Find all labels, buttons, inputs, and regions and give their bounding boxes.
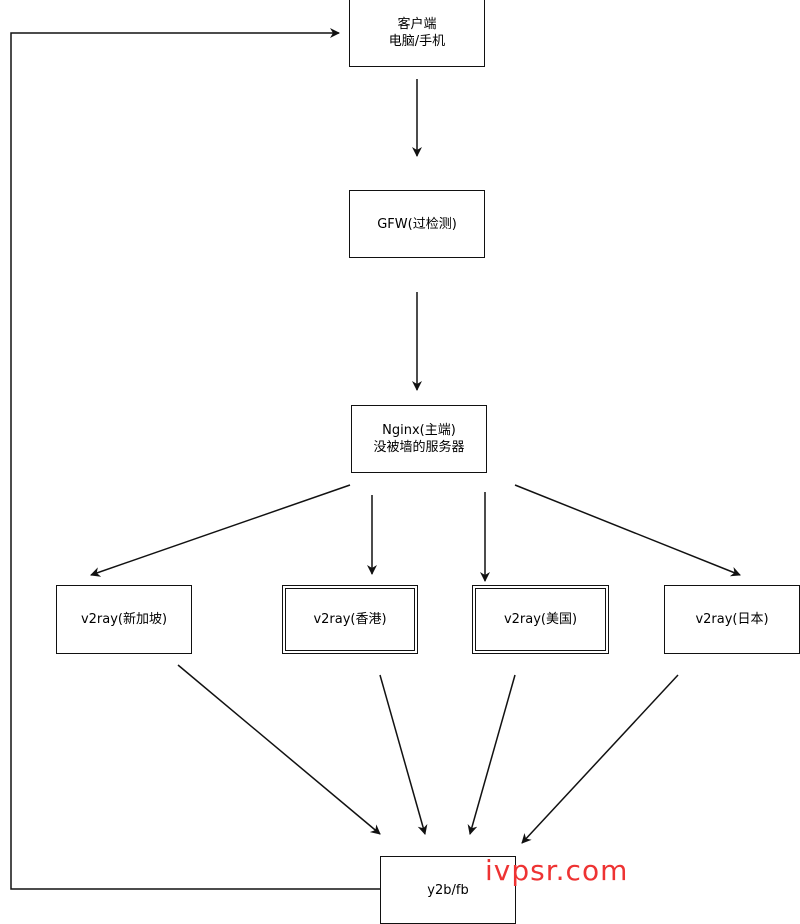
edge-nginx-to-v2ray-jp [514, 484, 741, 577]
edge-v2ray-hk-to-target [379, 674, 428, 835]
edge-nginx-to-v2ray-sg [90, 484, 351, 577]
node-v2ray-hk-label: v2ray(香港) [313, 612, 387, 627]
edge-target-to-client [10, 28, 380, 890]
node-target-label: y2b/fb [427, 882, 469, 898]
node-gfw: GFW(过检测) [349, 190, 485, 258]
node-target: y2b/fb [380, 856, 516, 924]
node-v2ray-hk: v2ray(香港) [282, 585, 418, 654]
edge-v2ray-sg-to-target [177, 664, 381, 835]
node-v2ray-sg-label: v2ray(新加坡) [80, 612, 168, 627]
node-nginx: Nginx(主端) 没被墙的服务器 [351, 405, 487, 473]
node-v2ray-us-label: v2ray(美国) [503, 612, 578, 627]
node-v2ray-jp-label: v2ray(日本) [695, 612, 769, 627]
node-client-label: 客户端 电脑/手机 [388, 16, 446, 49]
node-v2ray-sg: v2ray(新加坡) [56, 585, 192, 654]
edge-v2ray-us-to-target [467, 674, 516, 835]
node-client: 客户端 电脑/手机 [349, 0, 485, 67]
node-v2ray-us: v2ray(美国) [472, 585, 609, 654]
edge-v2ray-jp-to-target [521, 674, 679, 844]
watermark-text: ivpsr.com [485, 854, 629, 887]
node-v2ray-jp: v2ray(日本) [664, 585, 800, 654]
node-gfw-label: GFW(过检测) [377, 216, 457, 232]
node-nginx-label: Nginx(主端) 没被墙的服务器 [373, 423, 465, 455]
